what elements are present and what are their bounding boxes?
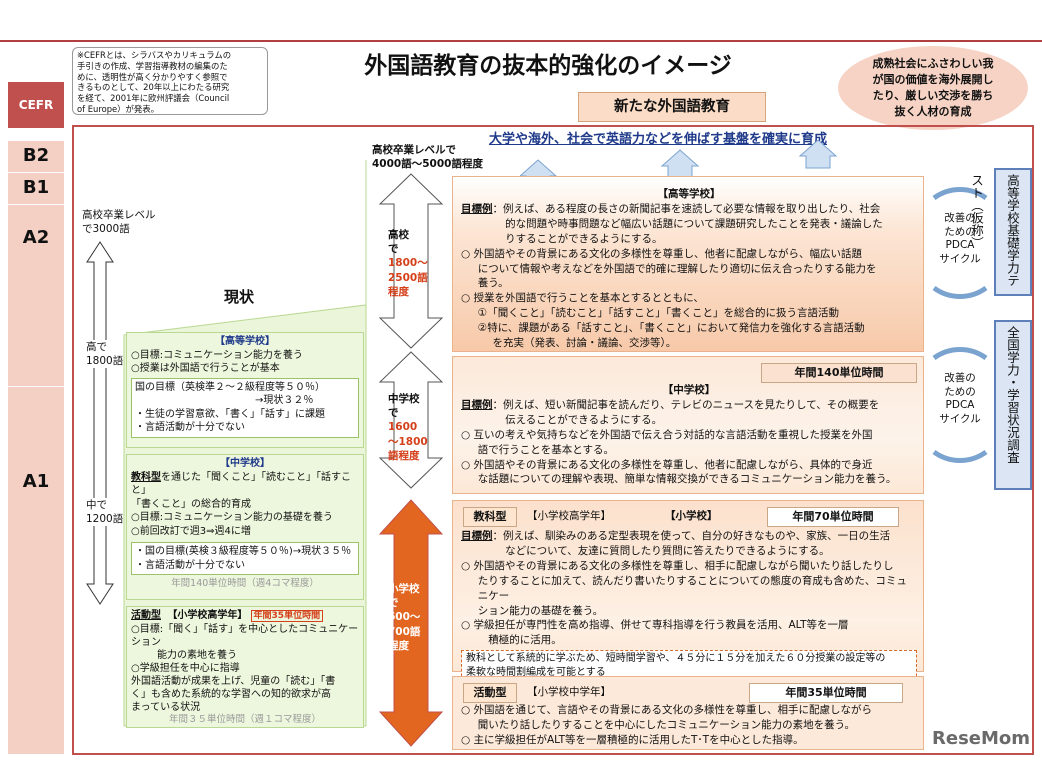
page-title: 外国語教育の抜本的強化のイメージ	[364, 53, 732, 79]
new-edu-label: 新たな外国語教育	[578, 92, 766, 122]
cefr-b2: B2	[8, 140, 64, 172]
national-assessment: 全国学力・学習状況調査	[994, 320, 1032, 490]
goal-bubble: 成熟社会にふさわしい我が国の価値を海外展開したり、厳しい交渉を勝ち抜く人材の育成	[838, 46, 1028, 130]
main-frame	[72, 125, 1034, 755]
new-jhs-hours: 年間140単位時間	[761, 363, 917, 383]
genjo-label: 現状	[224, 288, 255, 306]
cefr-b1: B1	[8, 172, 64, 204]
new-es-upper-hours: 年間70単位時間	[767, 507, 899, 527]
pdca-cycle-icon	[932, 187, 988, 463]
current-jhs-issues: ・国の目標(英検３級程度等５０％)→現状３５％・言語活動が十分でない	[131, 542, 359, 575]
cefr-header: CEFR	[8, 82, 64, 128]
left-level-top: 高校卒業レベルで3000語	[82, 209, 156, 236]
current-hs: 【高等学校】 ○目標:コミュニケーション能力を養う○授業は外国語で行うことが基本…	[126, 332, 364, 448]
new-hs: 【高等学校】 目標例：例えば、ある程度の長さの新聞記事を速読して必要な情報を取り…	[452, 176, 924, 352]
new-es-middle-hours: 年間35単位時間	[749, 683, 903, 703]
new-es-upper: 教科型 【小学校高学年】 【小学校】 年間70単位時間 目標例：例えば、馴染みの…	[452, 500, 924, 682]
cefr-a1: A1	[8, 386, 64, 754]
hs-basic-test: 高等学校基礎学力テスト（仮称）	[969, 168, 1032, 296]
resemom-logo: ReseMom	[932, 728, 1031, 749]
new-es-upper-type: 教科型	[463, 507, 517, 527]
current-es: 活動型 【小学校高学年】 年間35単位時間 ○目標:「聞く」「話す」を中心とした…	[126, 606, 364, 728]
left-double-arrow	[86, 241, 114, 605]
current-jhs: 【中学校】 教科型を通じた「聞くこと」「読むこと」「話すこと」 「書くこと」の総…	[126, 454, 364, 600]
top-border	[0, 40, 1042, 42]
cefr-a2: A2	[8, 204, 64, 386]
new-jhs: 年間140単位時間 【中学校】 目標例：例えば、短い新聞記事を読んだり、テレビの…	[452, 356, 924, 494]
new-es-middle: 活動型 【小学校中学年】 年間35単位時間 ○ 外国語を通じて、言語やその背景に…	[452, 676, 924, 750]
mid-arrows	[378, 173, 444, 747]
new-es-middle-type: 活動型	[463, 683, 517, 703]
cefr-note: ※CEFRとは、シラバスやカリキュラムの手引きの作成、学習指導教材の編集のために…	[72, 47, 268, 115]
subtitle: 大学や海外、社会で英語力などを伸ばす基盤を確実に育成	[488, 132, 827, 147]
current-hs-issues: 国の目標（英検準２～２級程度等５０％）→現状３２％・生徒の学習意欲、「書く」「話…	[131, 377, 359, 438]
